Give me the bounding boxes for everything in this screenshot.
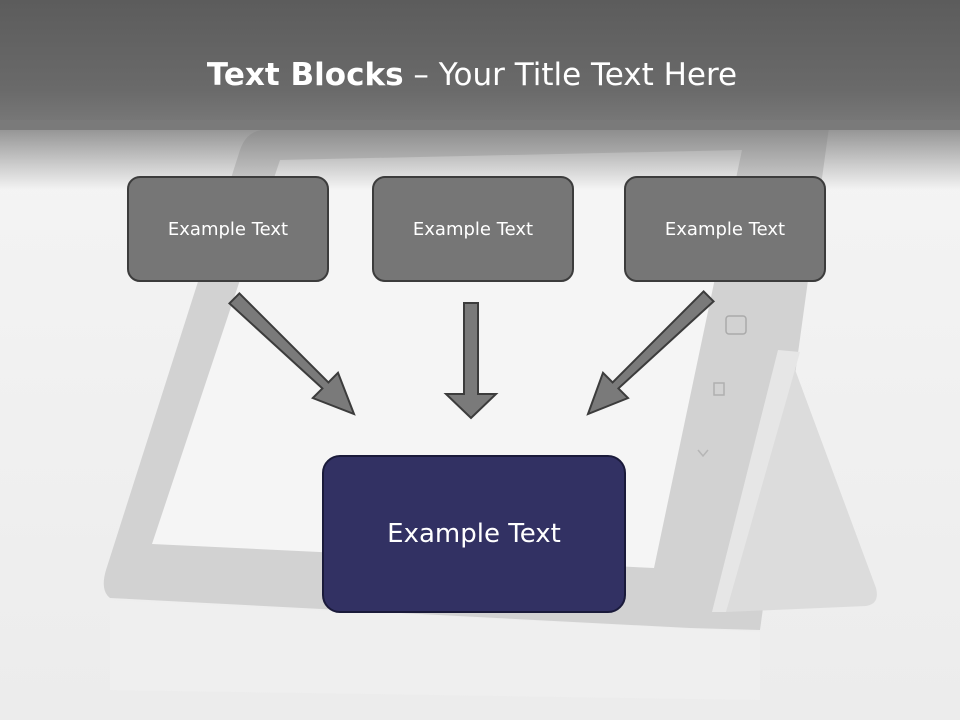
arrow-left-to-bottom (227, 291, 356, 416)
text-block-left-label: Example Text (167, 218, 289, 240)
arrow-center-to-bottom (443, 302, 499, 420)
text-block-left: Example Text (127, 176, 329, 282)
text-block-bottom-label: Example Text (387, 519, 561, 549)
slide-title: Text Blocks – Your Title Text Here (0, 52, 944, 98)
title-bold-part: Text Blocks (206, 57, 404, 93)
text-block-center-label: Example Text (412, 218, 534, 240)
header-band (0, 0, 960, 130)
text-block-right-label: Example Text (664, 218, 786, 240)
arrow-right-to-bottom (586, 289, 716, 416)
text-block-bottom: Example Text (322, 455, 626, 613)
text-block-right: Example Text (624, 176, 826, 282)
text-block-center: Example Text (372, 176, 574, 282)
title-rest-part: – Your Title Text Here (403, 57, 738, 93)
